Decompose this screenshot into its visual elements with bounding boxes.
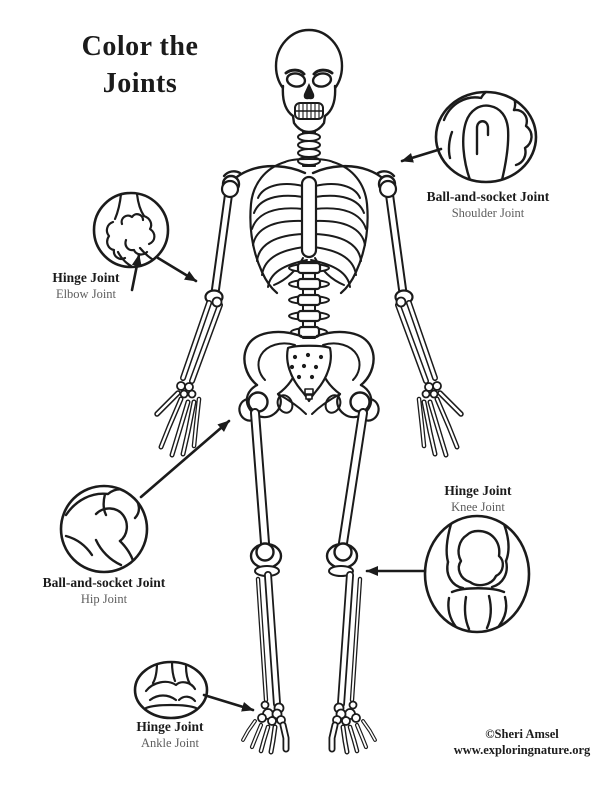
knee-joint-name-label: Knee Joint (451, 500, 505, 514)
hip-callout-label: Ball-and-socket Joint Hip Joint (4, 575, 204, 607)
elbow-joint-name-label: Elbow Joint (55, 287, 117, 301)
page-title-line2: Joints (102, 68, 178, 99)
right-hand (416, 381, 464, 458)
ankle-joint-type-label: Hinge Joint (136, 719, 204, 734)
hip-joint-name-label: Hip Joint (80, 592, 128, 606)
skeleton-figure (154, 28, 464, 755)
shoulder-joint-type-label: Ball-and-socket Joint (426, 189, 550, 204)
elbow-inset-circle (92, 191, 170, 269)
ribs-right (310, 183, 367, 288)
elbow-joint-inset (92, 191, 170, 269)
shoulder-arrow (400, 147, 443, 163)
pelvis (238, 330, 380, 422)
sacrum-foramina (289, 352, 324, 380)
left-patella (255, 542, 275, 562)
ankle-callout-label: Hinge Joint Ankle Joint (90, 719, 250, 751)
knee-joint-inset (423, 514, 531, 634)
elbow-inner-arrow (130, 253, 142, 292)
page-title: Color the Joints (35, 28, 245, 102)
shoulder-joint-name-label: Shoulder Joint (451, 206, 525, 220)
neck-vertebrae (297, 127, 321, 167)
page-title-line1: Color the (81, 31, 199, 62)
elbow-joint-type-label: Hinge Joint (52, 270, 120, 285)
copyright-website: www.exploringnature.org (453, 742, 591, 757)
hip-joint-type-label: Ball-and-socket Joint (42, 575, 166, 590)
pointer-arrows (130, 147, 443, 712)
ribcage (249, 158, 369, 295)
right-hip-socket (349, 391, 371, 413)
left-hip-socket (247, 391, 269, 413)
lumbar-spine (288, 261, 330, 339)
knee-callout-label: Hinge Joint Knee Joint (398, 483, 558, 515)
right-leg (325, 408, 377, 755)
ankle-joint-inset (133, 660, 209, 720)
ankle-arrow (202, 693, 255, 712)
ankle-inset-circle (133, 660, 209, 720)
copyright-author: ©Sheri Amsel (485, 727, 559, 741)
left-leg (241, 408, 290, 755)
right-arm (378, 179, 464, 458)
right-foot (328, 708, 377, 755)
shoulder-joint-inset (434, 90, 538, 184)
elbow-callout-label: Hinge Joint Elbow Joint (16, 270, 156, 302)
knee-inset-circle (423, 514, 531, 634)
shoulder-inset-circle (434, 90, 538, 184)
right-patella (333, 542, 353, 562)
hip-arrow (139, 419, 231, 499)
ankle-joint-name-label: Ankle Joint (141, 736, 199, 750)
skull (274, 28, 344, 134)
elbow-arrow (156, 256, 198, 283)
left-hand (154, 381, 202, 458)
copyright-credit: ©Sheri Amsel www.exploringnature.org (427, 727, 612, 758)
hip-joint-inset (59, 484, 149, 574)
left-arm (154, 179, 240, 458)
knee-joint-type-label: Hinge Joint (444, 483, 512, 498)
shoulder-callout-label: Ball-and-socket Joint Shoulder Joint (388, 189, 588, 221)
ribs-left (251, 183, 308, 288)
left-foot (241, 708, 290, 755)
sternum (300, 175, 318, 259)
hip-inset-circle (59, 484, 149, 574)
